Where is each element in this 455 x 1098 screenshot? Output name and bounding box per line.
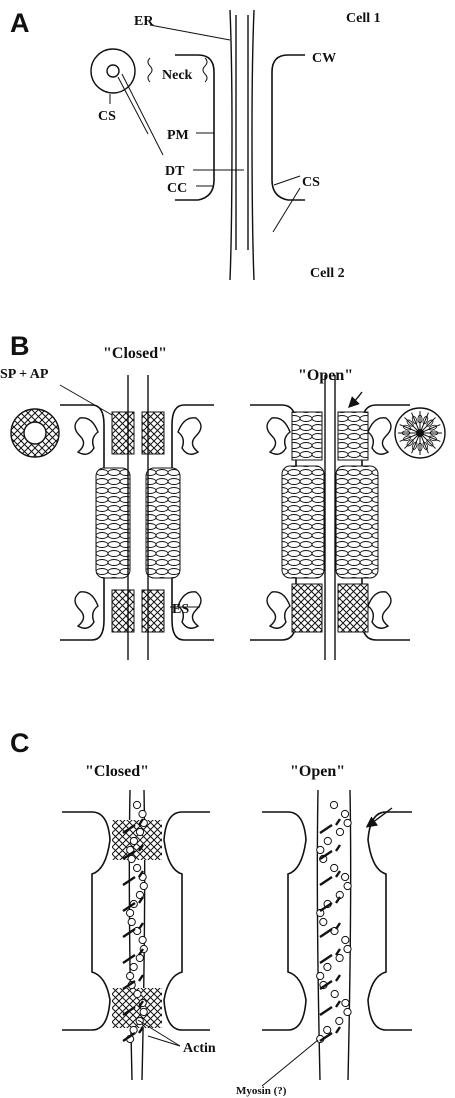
panel-b-open-cross-section (395, 408, 445, 458)
panel-c-closed-title: "Closed" (85, 763, 149, 780)
panel-a-neck-brace-left (148, 58, 152, 82)
panel-a-cross-section-inner (107, 65, 119, 77)
panel-c-open-left-wall (262, 812, 306, 1030)
label-sp-ap: SP + AP (0, 367, 49, 382)
label-myosin: Myosin (?) (236, 1085, 287, 1097)
label-cc: CC (167, 181, 187, 196)
label-er: ER (134, 14, 154, 29)
panel-b-letter: B (10, 331, 30, 361)
panel-c-open-arrow (368, 808, 392, 826)
panel-c-letter: C (10, 728, 30, 758)
panel-a: A ER Cell 1 Neck CW CS PM DT CS C (10, 8, 381, 281)
label-neck: Neck (162, 68, 193, 83)
label-dt: DT (165, 164, 185, 179)
label-cs-right: CS (302, 175, 320, 190)
panel-b-closed-es-bottom-right (178, 592, 201, 628)
label-cell2: Cell 2 (310, 266, 345, 281)
panel-c-closed-left-wall (62, 812, 110, 1030)
panel-b-closed-title: "Closed" (103, 345, 167, 362)
panel-b-closed-es-top-left (75, 418, 98, 454)
panel-a-er-right-line (252, 10, 254, 280)
panel-c-open-title: "Open" (290, 763, 345, 780)
label-cw: CW (312, 51, 336, 66)
label-cs-left: CS (98, 109, 116, 124)
panel-a-letter: A (10, 8, 30, 38)
panel-c-closed-right-wall (164, 812, 210, 1030)
label-pm: PM (167, 128, 189, 143)
panel-a-right-wall (272, 55, 305, 200)
panel-a-neck-brace-right (203, 58, 207, 82)
label-actin: Actin (183, 1041, 216, 1056)
panel-c-open-actin-helix (317, 801, 352, 1042)
panel-b-open-arrow (350, 392, 362, 406)
panel-b: B "Closed" "Open" SP + AP ES (0, 331, 445, 660)
label-cell1: Cell 1 (346, 11, 381, 26)
panel-c-open-right-wall (368, 812, 412, 1030)
panel-c: C "Closed" "Open" Actin Myosin (?) (10, 728, 412, 1097)
panel-a-er-left-line (230, 10, 232, 280)
